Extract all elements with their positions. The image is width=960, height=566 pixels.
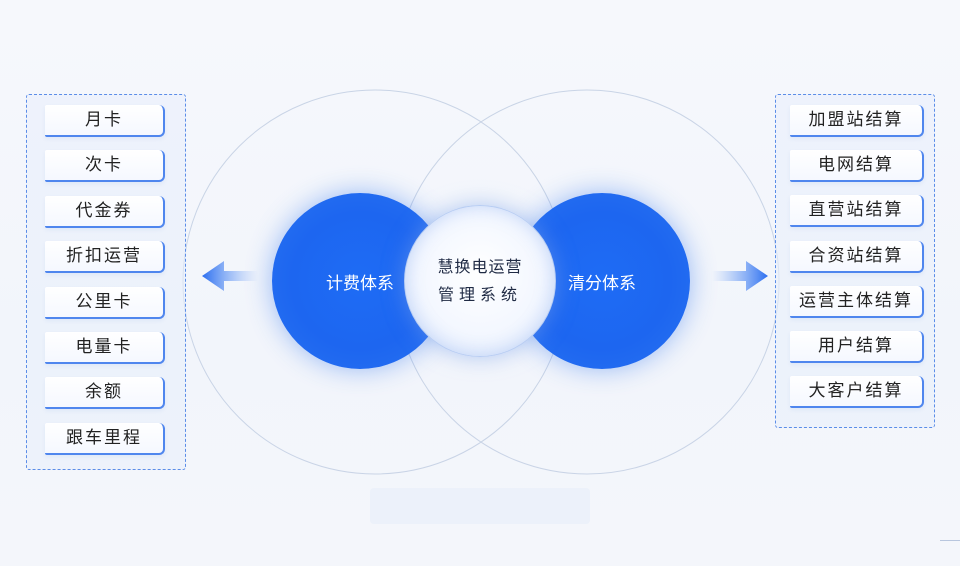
left-panel: 月卡 次卡 代金券 折扣运营 公里卡 电量卡 余额 跟车里程 [26, 94, 186, 470]
left-item-tag: 代金券 [45, 195, 165, 228]
right-item-tag: 运营主体结算 [790, 285, 924, 318]
corner-divider [940, 540, 960, 541]
left-item-tag: 跟车里程 [45, 422, 165, 455]
right-list-item: 加盟站结算 [776, 105, 934, 137]
right-item-tag: 用户结算 [790, 330, 924, 363]
left-list-item: 代金券 [27, 195, 185, 228]
right-list-item: 电网结算 [776, 150, 934, 183]
left-item-tag: 折扣运营 [45, 241, 165, 274]
right-item-tag: 电网结算 [790, 150, 924, 183]
left-item-tag: 次卡 [45, 150, 165, 183]
left-item-tag: 电量卡 [45, 331, 165, 364]
billing-system-label: 计费体系 [326, 273, 394, 294]
right-item-tag: 直营站结算 [790, 195, 924, 228]
right-item-tag: 合资站结算 [790, 240, 924, 273]
core-system-text: 慧换电运营 管理系统 [425, 253, 535, 309]
core-system-title-line1: 慧换电运营 [437, 257, 523, 276]
right-list-item: 用户结算 [776, 330, 934, 363]
left-list-item: 电量卡 [27, 331, 185, 364]
left-list-item: 跟车里程 [27, 422, 185, 455]
arrow-left-icon [202, 261, 258, 291]
left-item-tag: 月卡 [45, 105, 165, 137]
core-system-title-line2: 管理系统 [437, 285, 522, 304]
core-system-circle: 慧换电运营 管理系统 [404, 205, 556, 357]
bottom-glow [370, 488, 590, 524]
left-list-item: 次卡 [27, 150, 185, 183]
right-panel: 加盟站结算 电网结算 直营站结算 合资站结算 运营主体结算 用户结算 大客户结算 [775, 94, 935, 428]
left-list-item: 公里卡 [27, 286, 185, 319]
clearing-system-label: 清分体系 [568, 273, 636, 294]
left-item-tag: 余额 [45, 377, 165, 410]
right-list-item: 运营主体结算 [776, 285, 934, 318]
right-list-item: 大客户结算 [776, 376, 934, 409]
right-list-item: 直营站结算 [776, 195, 934, 228]
left-item-tag: 公里卡 [45, 286, 165, 319]
left-item-list: 月卡 次卡 代金券 折扣运营 公里卡 电量卡 余额 跟车里程 [27, 105, 185, 455]
arrow-right-icon [712, 261, 768, 291]
left-list-item: 余额 [27, 377, 185, 410]
left-list-item: 月卡 [27, 105, 185, 137]
right-item-tag: 加盟站结算 [790, 105, 924, 137]
left-list-item: 折扣运营 [27, 241, 185, 274]
right-list-item: 合资站结算 [776, 240, 934, 273]
right-item-tag: 大客户结算 [790, 376, 924, 409]
right-item-list: 加盟站结算 电网结算 直营站结算 合资站结算 运营主体结算 用户结算 大客户结算 [776, 105, 934, 409]
